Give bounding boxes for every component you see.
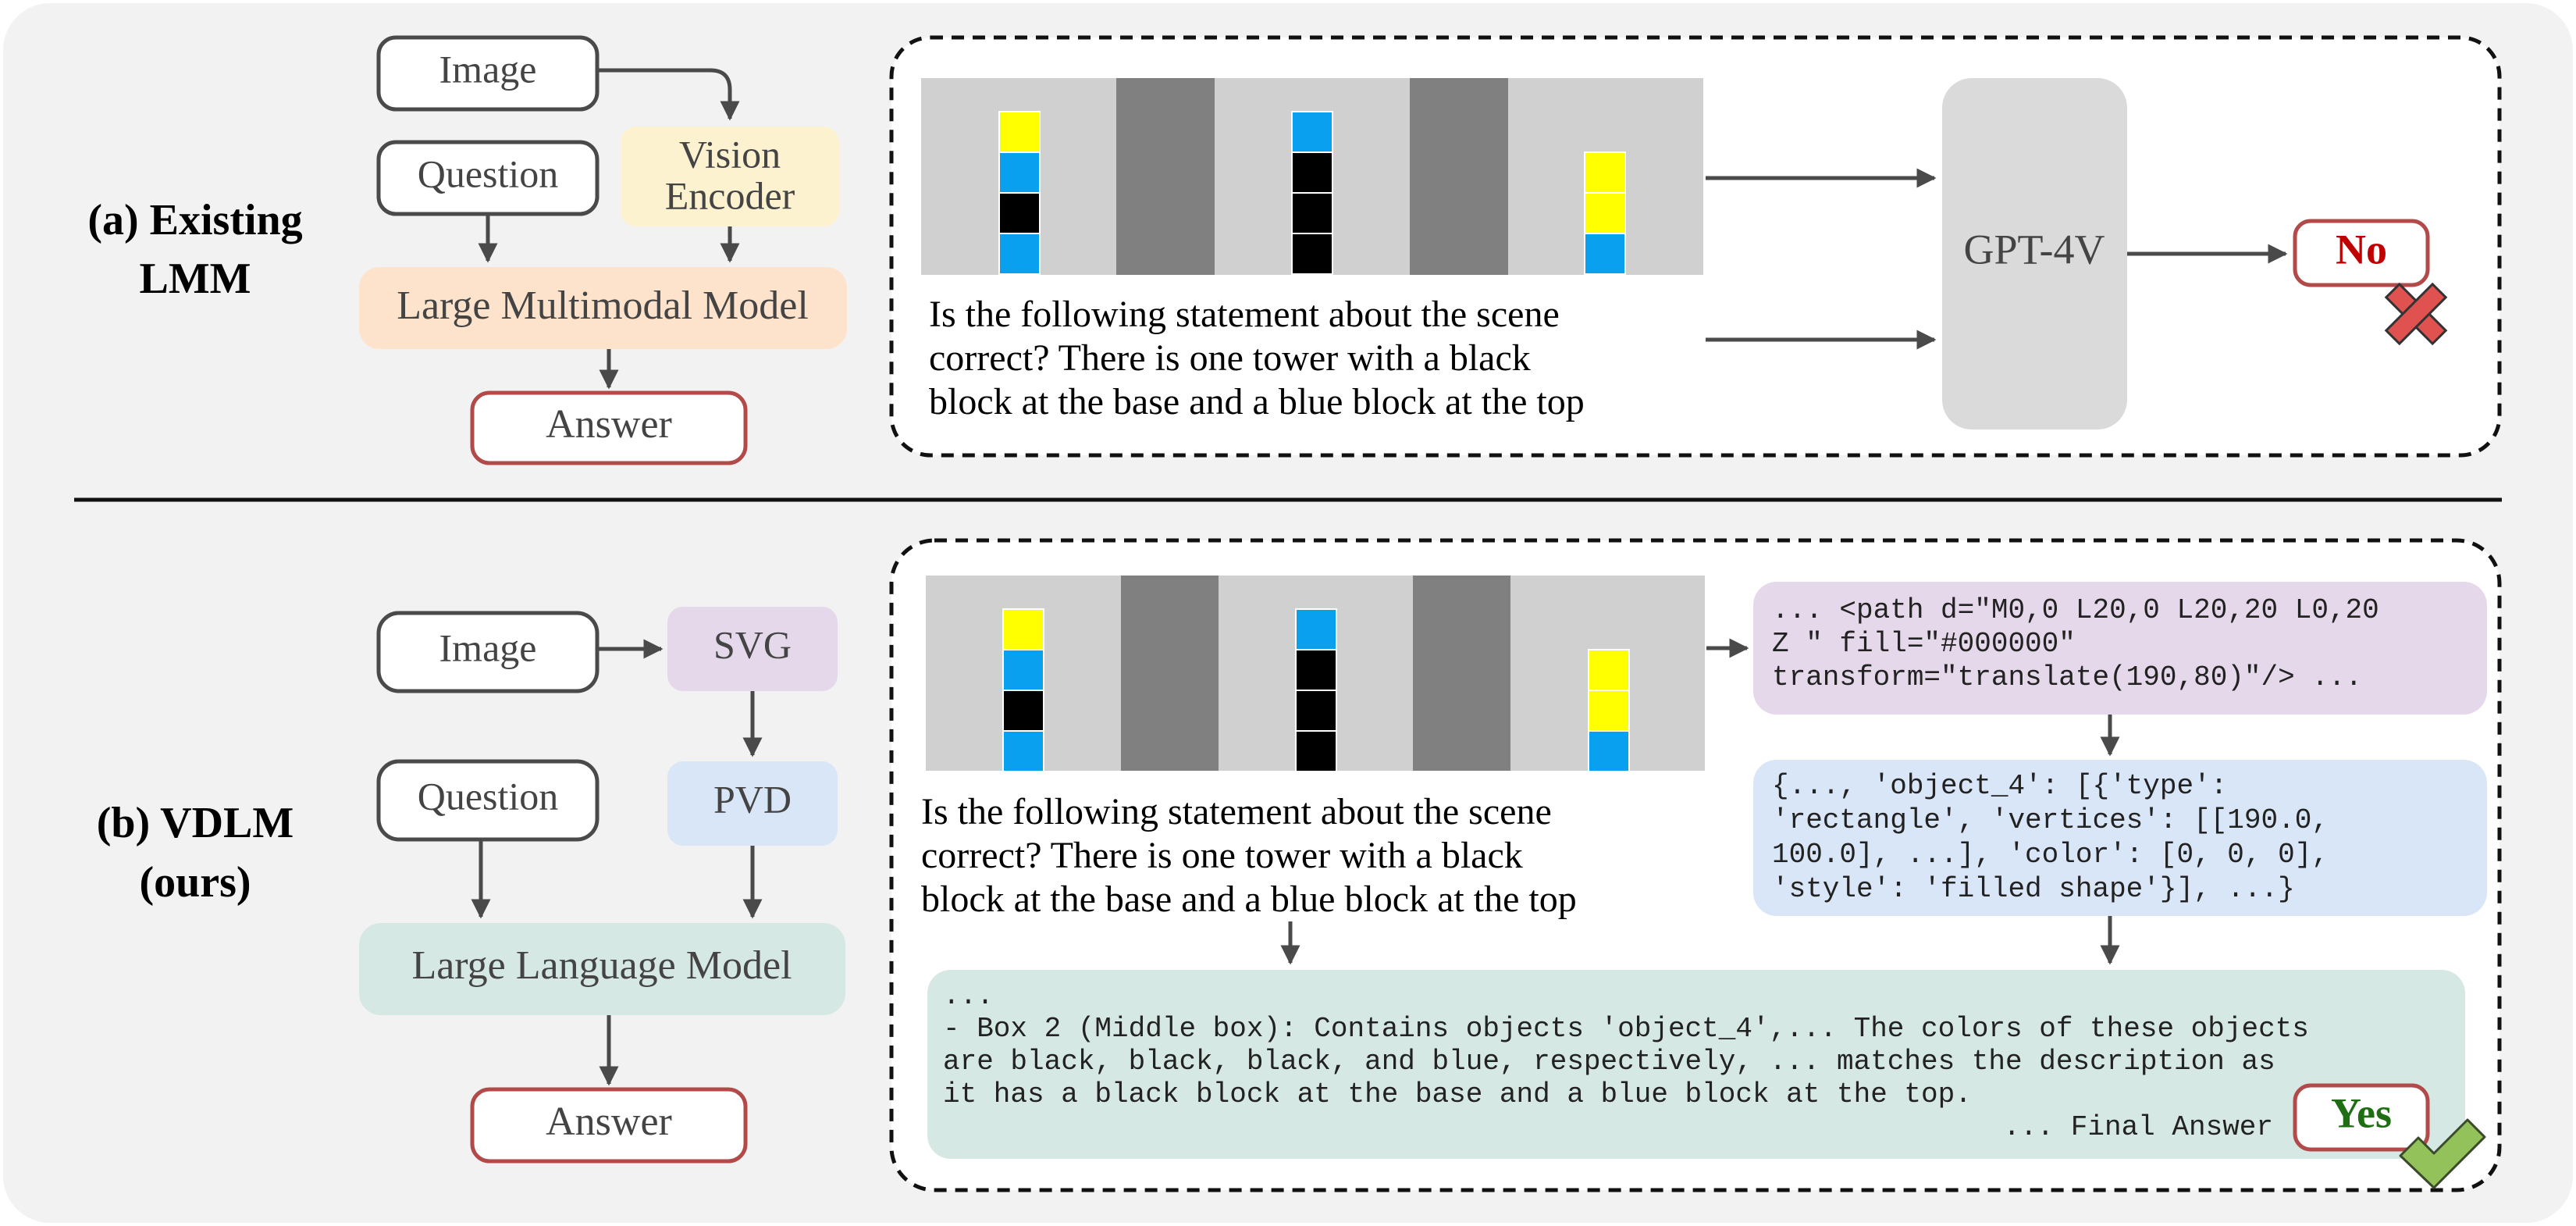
yellow-block — [1584, 192, 1626, 234]
question-text-top-line2: correct? There is one tower with a black — [929, 337, 1531, 379]
large-multimodal-model-box — [359, 267, 847, 349]
large-language-model-box — [359, 923, 845, 1015]
result-no-label: No — [2336, 226, 2387, 273]
question-input-label: Question — [418, 774, 559, 818]
section-label-vdlm-line1: (b) VDLM — [97, 799, 294, 847]
yellow-block — [1588, 649, 1630, 691]
scene-wall — [1410, 78, 1508, 275]
reasoning-line5: ... Final Answer — [2003, 1111, 2273, 1143]
question-text-top-line1: Is the following statement about the sce… — [929, 294, 1560, 335]
answer-output-box — [470, 1087, 748, 1164]
vision-encoder-label-line1: Vision — [679, 132, 781, 176]
result-no-box — [2293, 219, 2430, 287]
section-existing-lmm: (a) Existing LMM Image Question Vision E… — [87, 35, 2502, 465]
vision-encoder-label-line2: Encoder — [665, 173, 795, 217]
pvd-label: PVD — [713, 777, 792, 821]
large-multimodal-model-label: Large Multimodal Model — [397, 283, 809, 328]
scene-wall — [1413, 576, 1510, 771]
gpt4v-box — [1942, 78, 2127, 429]
result-yes-box — [2293, 1083, 2430, 1152]
black-block — [1295, 690, 1337, 732]
pvd-code-line4: 'style': 'filled shape'}], ...} — [1772, 873, 2295, 905]
pvd-code-box — [1753, 760, 2487, 916]
tower-middle — [1295, 608, 1337, 772]
image-input-label: Image — [439, 47, 537, 91]
question-text-top-line3: block at the base and a blue block at th… — [929, 381, 1585, 422]
section-label-existing-line2: LMM — [139, 255, 251, 303]
blue-block — [1295, 608, 1337, 650]
answer-output-label: Answer — [546, 402, 672, 447]
tower-left — [998, 111, 1041, 275]
arrow-image-to-encoder — [597, 68, 740, 121]
blue-block — [1002, 649, 1044, 691]
image-input-box — [376, 35, 600, 112]
scene-image-bottom — [926, 576, 1705, 772]
blue-block — [998, 233, 1041, 275]
section-label-existing-line1: (a) Existing — [87, 196, 302, 244]
reasoning-line1: ... — [943, 980, 994, 1012]
svg-code-line3: transform="translate(190,80)"/> ... — [1772, 661, 2362, 693]
reasoning-line2: - Box 2 (Middle box): Contains objects '… — [943, 1013, 2309, 1045]
pvd-code-line2: 'rectangle', 'vertices': [[190.0, — [1772, 804, 2329, 836]
scene-image-top — [921, 78, 1703, 275]
blue-block — [1584, 233, 1626, 275]
yellow-block — [1588, 690, 1630, 732]
tower-right — [1584, 151, 1626, 275]
pvd-code-line1: {..., 'object_4': [{'type': — [1772, 770, 2227, 802]
question-text-bottom-line3: block at the base and a blue block at th… — [921, 879, 1577, 920]
check-icon — [2399, 1118, 2486, 1189]
svg-box — [667, 607, 838, 691]
image-input-box — [376, 611, 600, 693]
black-block — [998, 192, 1041, 234]
section-label-vdlm-line2: (ours) — [139, 858, 251, 907]
tower-left — [1002, 608, 1044, 772]
question-text-bottom-line2: correct? There is one tower with a black — [921, 835, 1523, 876]
blue-block — [1291, 111, 1333, 153]
black-block — [1291, 233, 1333, 275]
reasoning-line4: it has a black block at the base and a b… — [943, 1078, 1972, 1110]
large-language-model-label: Large Language Model — [411, 943, 792, 988]
blue-block — [998, 151, 1041, 194]
yellow-block — [1584, 151, 1626, 194]
answer-output-box — [470, 390, 748, 465]
black-block — [1291, 151, 1333, 194]
image-input-label: Image — [439, 625, 537, 669]
question-text-bottom-line1: Is the following statement about the sce… — [921, 791, 1552, 832]
svg-code-line1: ... <path d="M0,0 L20,0 L20,20 L0,20 — [1772, 594, 2379, 626]
svg-code-box — [1753, 582, 2487, 715]
yellow-block — [998, 111, 1041, 153]
answer-output-label: Answer — [546, 1099, 672, 1144]
cross-icon — [2384, 282, 2448, 346]
scene-wall — [1116, 78, 1215, 275]
reasoning-box — [927, 970, 2465, 1159]
tower-right — [1588, 649, 1630, 772]
scene-wall — [1121, 576, 1219, 771]
question-input-label: Question — [418, 151, 559, 195]
pvd-box — [667, 761, 838, 846]
reasoning-line3: are black, black, black, and blue, respe… — [943, 1046, 2275, 1078]
blue-block — [1002, 730, 1044, 772]
vision-encoder-box — [621, 127, 839, 226]
black-block — [1295, 649, 1337, 691]
yellow-block — [1002, 608, 1044, 650]
tower-middle — [1291, 111, 1333, 275]
gpt4v-label: GPT-4V — [1963, 226, 2105, 273]
svg-code-line2: Z " fill="#000000" — [1772, 628, 2076, 660]
section-vdlm: (b) VDLM (ours) Image SVG Question PVD L… — [97, 538, 2502, 1192]
question-input-box — [376, 759, 600, 842]
result-yes-label: Yes — [2331, 1089, 2392, 1136]
black-block — [1295, 730, 1337, 772]
svg-label: SVG — [713, 622, 792, 666]
black-block — [1291, 192, 1333, 234]
black-block — [1002, 690, 1044, 732]
pvd-code-line3: 100.0], ...], 'color': [0, 0, 0], — [1772, 839, 2329, 871]
blue-block — [1588, 730, 1630, 772]
